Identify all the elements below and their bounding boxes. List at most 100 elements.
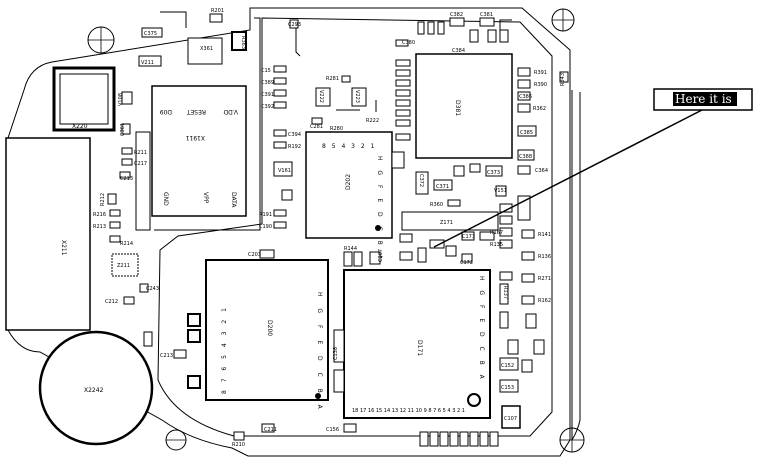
svg-text:R391: R391 — [534, 70, 547, 76]
d381-label: D381 — [454, 100, 461, 116]
z171-label: Z171 — [440, 220, 453, 226]
d381-left-parts: C372 C371 C373 V151 R360 — [391, 59, 507, 208]
c243-part — [139, 283, 149, 293]
x2242-label: X2242 — [84, 387, 104, 394]
svg-text:C138: C138 — [333, 347, 339, 360]
board-inner-outline — [157, 17, 553, 437]
lower-left-parts: C203 R144 C207 C138 C213 C211 R210 C156 — [143, 246, 384, 448]
z211-label: Z211 — [117, 263, 130, 269]
svg-text:C385: C385 — [520, 130, 533, 136]
svg-text:V161: V161 — [278, 168, 291, 174]
x2242-battery — [38, 330, 154, 446]
reset-label: RESET — [186, 108, 206, 115]
v223-part — [351, 87, 367, 107]
svg-text:C15: C15 — [261, 68, 271, 74]
svg-text:R167: R167 — [490, 230, 503, 236]
d171-col-labels: 18 17 16 15 14 13 12 11 10 9 8 7 6 5 4 3… — [352, 408, 465, 414]
r213-label: R213 — [93, 224, 106, 230]
vdd-label: V.DD — [223, 108, 238, 115]
x220-connector — [52, 66, 116, 132]
mounting-hole-icon — [87, 26, 115, 54]
gnd-label: GND — [162, 192, 169, 206]
svg-text:C213: C213 — [160, 353, 173, 359]
r212-label: R212 — [100, 193, 106, 206]
svg-text:R343: R343 — [560, 73, 566, 86]
v211-label: V211 — [141, 60, 154, 66]
r201-part — [209, 13, 223, 23]
svg-text:R137: R137 — [502, 286, 508, 299]
svg-text:C156: C156 — [326, 427, 339, 433]
r201-label: R201 — [211, 8, 224, 14]
svg-text:C386: C386 — [519, 94, 532, 100]
r363-part — [231, 31, 247, 51]
svg-text:R192: R192 — [288, 144, 301, 150]
d171-chip — [343, 269, 491, 419]
x361-part — [187, 37, 223, 65]
svg-text:R210: R210 — [232, 442, 245, 448]
svg-text:C381: C381 — [480, 12, 493, 18]
d202-side-labels: H G F E D C B A — [376, 156, 383, 263]
d381-chip — [415, 53, 513, 159]
svg-text:C190: C190 — [259, 224, 272, 230]
svg-text:C364: C364 — [535, 168, 548, 174]
x211-connector — [5, 137, 91, 331]
bottom-cap-row — [419, 431, 499, 447]
r280-label: R280 — [330, 126, 343, 132]
v108-part — [121, 91, 133, 105]
board-traces — [160, 11, 512, 112]
r211-label: R211 — [134, 150, 147, 156]
r211-part — [121, 147, 133, 155]
c213-part — [119, 171, 131, 179]
c243-label: C243 — [146, 286, 159, 292]
c212-label: C212 — [105, 299, 118, 305]
v222-part — [315, 87, 331, 107]
v223-label: V223 — [354, 90, 360, 103]
svg-text:C389: C389 — [261, 80, 274, 86]
svg-text:C382: C382 — [450, 12, 463, 18]
svg-text:R390: R390 — [534, 82, 547, 88]
x220-label: X220 — [72, 123, 88, 130]
r214-part — [109, 235, 121, 243]
vpp-label: VPP — [202, 192, 209, 204]
svg-text:C207: C207 — [378, 249, 384, 262]
x211-label: X211 — [60, 240, 67, 256]
svg-text:C388: C388 — [519, 154, 532, 160]
left-column-caps: C15 C389 C391 C392 C394 R192 V161 R191 C… — [259, 19, 301, 230]
r216-part — [109, 209, 121, 217]
x361-label: X361 — [200, 46, 213, 52]
x1911-label: X1911 — [185, 134, 205, 141]
d200-col-labels: 8 7 6 5 4 3 2 1 — [221, 305, 228, 394]
z171-part — [401, 211, 499, 231]
c281-label: C281 — [310, 124, 323, 130]
c361-label: C361 — [120, 123, 126, 136]
d202-pin-labels: 8 5 4 3 2 1 — [322, 143, 376, 150]
middle-right-parts: C173 C172 R167 R135 R141 R136 R271 R162 … — [399, 203, 551, 429]
svg-text:R135: R135 — [490, 242, 503, 248]
svg-text:C394: C394 — [288, 132, 301, 138]
mounting-hole-icon — [559, 427, 585, 453]
v211-part — [138, 55, 162, 67]
svg-text:C107: C107 — [504, 416, 517, 422]
callout-text-bg — [673, 92, 737, 106]
svg-text:R360: R360 — [430, 202, 443, 208]
svg-text:C153: C153 — [501, 385, 514, 391]
svg-text:C172: C172 — [460, 260, 473, 266]
d381-right-parts: R391 R390 C386 R362 C385 C388 C364 R343 — [517, 67, 569, 221]
svg-text:C203: C203 — [248, 252, 261, 258]
svg-text:C152: C152 — [501, 363, 514, 369]
d171-row-labels: H G F E D C B A — [478, 276, 485, 383]
c375-label: C375 — [144, 31, 157, 37]
r213-part — [109, 221, 121, 229]
d202-chip — [305, 131, 393, 239]
svg-text:C391: C391 — [261, 92, 274, 98]
r222-label: R222 — [366, 118, 379, 124]
svg-text:R362: R362 — [533, 106, 546, 112]
svg-text:C380: C380 — [402, 40, 415, 46]
v108-label: V108 — [118, 93, 124, 106]
r281-label: R281 — [326, 76, 339, 82]
d200-chip — [205, 259, 329, 401]
d202-label: D202 — [345, 174, 352, 190]
callout-text: Here it is — [675, 92, 732, 106]
c213-label: C213 — [120, 176, 133, 182]
